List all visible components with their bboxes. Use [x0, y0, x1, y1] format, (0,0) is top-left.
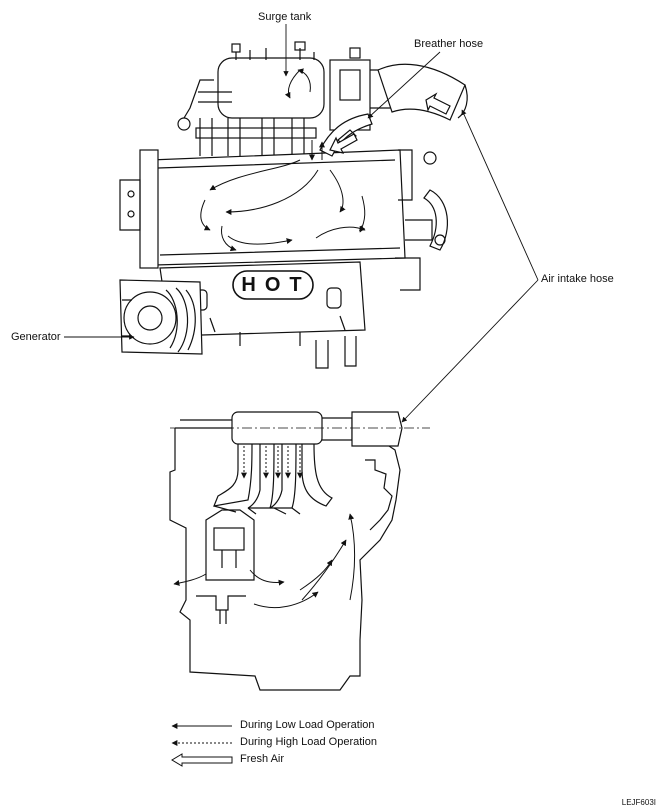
air-intake-hose-shape: [377, 63, 468, 121]
leader-lines: [64, 24, 539, 423]
surge-tank-label: Surge tank: [258, 11, 312, 23]
figure-code: LEJF603I: [621, 798, 656, 807]
right-side-pipes: [395, 149, 448, 291]
hot-badge-text: HOT: [241, 274, 311, 296]
engine-flow-arrows: [200, 68, 366, 252]
legend: [171, 723, 233, 767]
legend-fresh-air: Fresh Air: [240, 753, 285, 765]
fresh-air-arrows-top: [329, 92, 451, 154]
legend-low-load: During Low Load Operation: [240, 719, 375, 731]
legend-hollow-arrow: [171, 753, 233, 767]
breather-hose-label: Breather hose: [414, 38, 484, 50]
legend-high-load: During High Load Operation: [240, 736, 377, 748]
engine-head-body: [119, 149, 406, 269]
section-flow-arrows: [173, 446, 355, 609]
generator-label: Generator: [11, 331, 61, 343]
intake-runners: [195, 118, 317, 156]
air-intake-hose-label: Air intake hose: [541, 273, 614, 285]
engine-perspective-drawing: [119, 41, 468, 369]
hot-badge-frame: [232, 270, 314, 300]
generator-shape: [119, 279, 203, 355]
engine-cross-section: [169, 411, 430, 691]
